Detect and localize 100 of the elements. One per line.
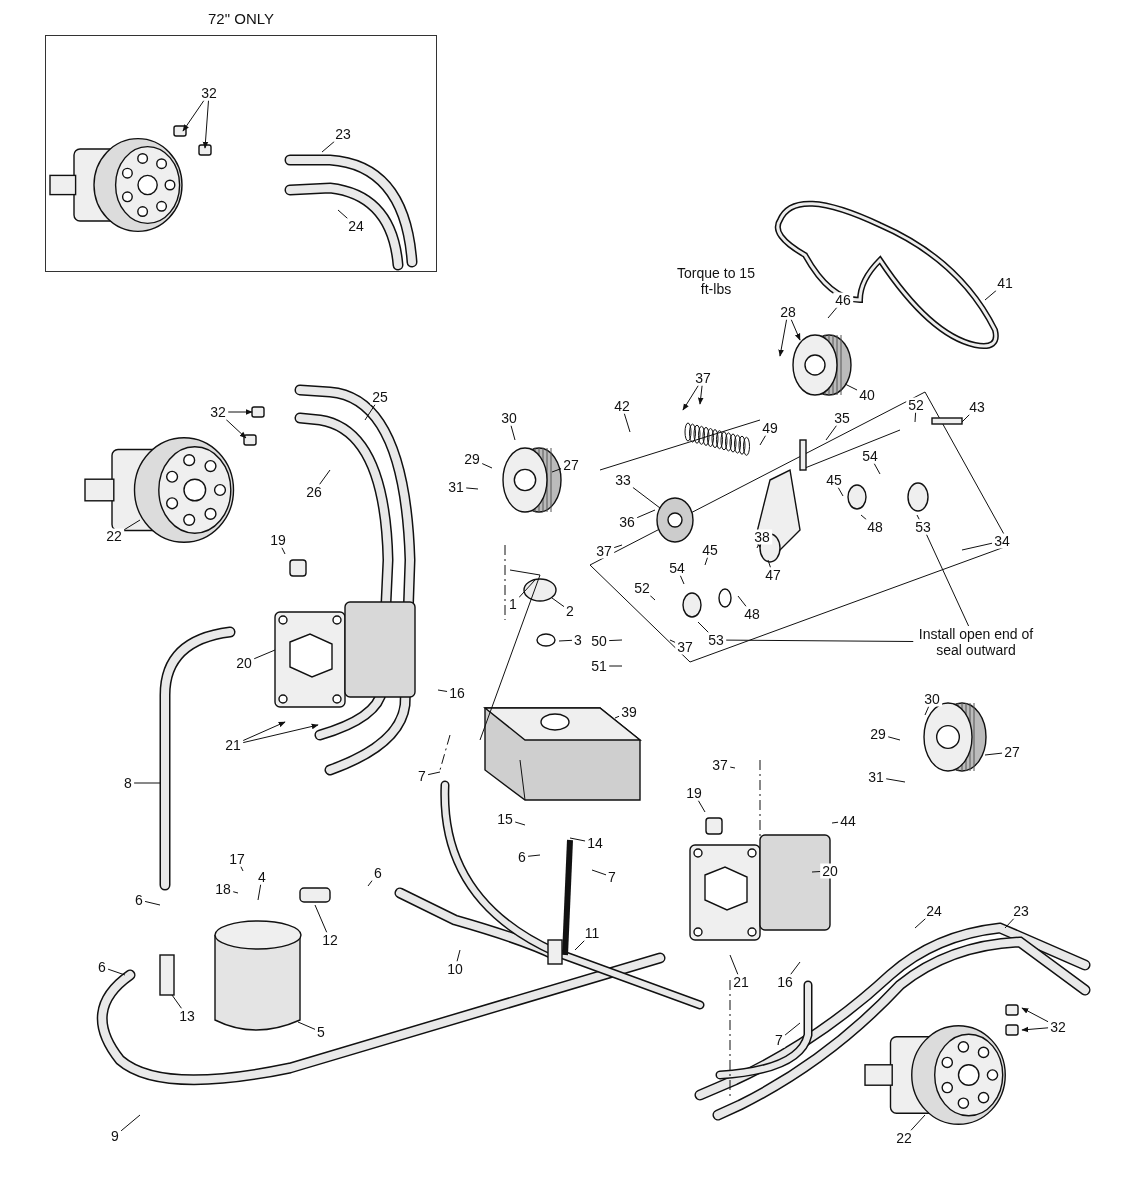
callout-number: 45 [700, 542, 720, 558]
leader-line [885, 778, 906, 783]
leader-line [961, 542, 993, 551]
leader-line [873, 463, 881, 475]
callout-number: 16 [775, 974, 795, 990]
callout-number: 38 [752, 529, 772, 545]
callout-number: 14 [585, 835, 605, 851]
leader-line [321, 141, 335, 153]
callout-number: 47 [763, 567, 783, 583]
leader-line [623, 413, 631, 433]
leader-line [924, 706, 930, 716]
callout-number: 31 [866, 769, 886, 785]
leader-line [844, 383, 858, 391]
leader-line [551, 468, 562, 473]
callout-number: 5 [315, 1024, 327, 1040]
callout-number: 6 [372, 865, 384, 881]
callout-number: 40 [857, 387, 877, 403]
callout-number: 45 [824, 472, 844, 488]
callout-number: 37 [710, 757, 730, 773]
leader-line [759, 435, 767, 446]
callout-number: 19 [684, 785, 704, 801]
leader-line [697, 385, 704, 405]
callout-number: 20 [820, 863, 840, 879]
leader-line [697, 800, 706, 813]
callout-number: 32 [1048, 1019, 1068, 1035]
callout-number: 36 [617, 514, 637, 530]
leader-line [649, 595, 656, 601]
leader-line [337, 209, 349, 219]
leader-line [697, 621, 709, 633]
leader-line [232, 891, 239, 894]
leader-line [790, 319, 801, 341]
torque-note: Torque to 15 ft-lbs [676, 265, 756, 297]
leader-line [253, 649, 276, 660]
leader-line [914, 412, 917, 423]
callout-number: 37 [594, 543, 614, 559]
callout-number: 18 [213, 881, 233, 897]
leader-line [120, 1114, 141, 1132]
callout-number: 15 [495, 811, 515, 827]
leader-line [297, 1021, 316, 1030]
callout-number: 19 [268, 532, 288, 548]
leader-line [551, 597, 565, 608]
callout-number: 46 [833, 292, 853, 308]
callout-number: 50 [589, 633, 609, 649]
leader-line [614, 715, 620, 719]
leader-line [916, 514, 920, 520]
callout-number: 21 [223, 737, 243, 753]
leader-line [729, 954, 739, 975]
callout-number: 41 [995, 275, 1015, 291]
callout-number: 31 [446, 479, 466, 495]
callout-number: 24 [346, 218, 366, 234]
leader-line [518, 579, 536, 599]
leader-line [510, 425, 516, 441]
callout-number: 37 [675, 639, 695, 655]
callout-number: 26 [304, 484, 324, 500]
callout-number: 43 [967, 399, 987, 415]
leader-line [227, 409, 253, 415]
leader-line [314, 904, 328, 933]
callout-number: 16 [447, 685, 467, 701]
callout-number: 25 [370, 389, 390, 405]
callout-number: 54 [860, 448, 880, 464]
leader-line [984, 290, 997, 301]
callout-number: 52 [632, 580, 652, 596]
callout-number: 2 [564, 603, 576, 619]
leader-line [281, 547, 286, 555]
leader-line [182, 100, 205, 132]
leader-line [427, 771, 441, 776]
leader-line [767, 559, 771, 568]
callout-number: 53 [913, 519, 933, 535]
callout-number: 22 [104, 528, 124, 544]
leader-line [514, 821, 526, 826]
leader-line [319, 469, 331, 485]
leader-line [569, 837, 586, 842]
callout-number: 35 [832, 410, 852, 426]
callout-number: 10 [445, 961, 465, 977]
callout-number: 7 [773, 1032, 785, 1048]
leader-line [887, 736, 901, 741]
leader-line [1021, 1026, 1049, 1033]
leader-line [481, 462, 493, 469]
leader-line [608, 639, 623, 642]
leader-line [725, 639, 914, 642]
leader-line [756, 544, 760, 549]
leader-line [784, 1022, 801, 1036]
callout-number: 3 [572, 632, 584, 648]
callout-number: 42 [612, 398, 632, 414]
leader-line [465, 487, 479, 490]
callout-number: 32 [199, 85, 219, 101]
leader-line [827, 307, 838, 319]
leader-line [704, 557, 708, 566]
leader-line [257, 884, 262, 901]
callout-number: 34 [992, 533, 1012, 549]
callout-number: 8 [122, 775, 134, 791]
leader-line [914, 918, 927, 929]
leader-line [737, 595, 747, 607]
callout-number: 7 [416, 768, 428, 784]
leader-line [225, 419, 247, 439]
callout-number: 27 [561, 457, 581, 473]
callout-number: 1 [507, 596, 519, 612]
callout-number: 33 [613, 472, 633, 488]
leader-line [437, 689, 448, 692]
leader-line [825, 425, 837, 441]
